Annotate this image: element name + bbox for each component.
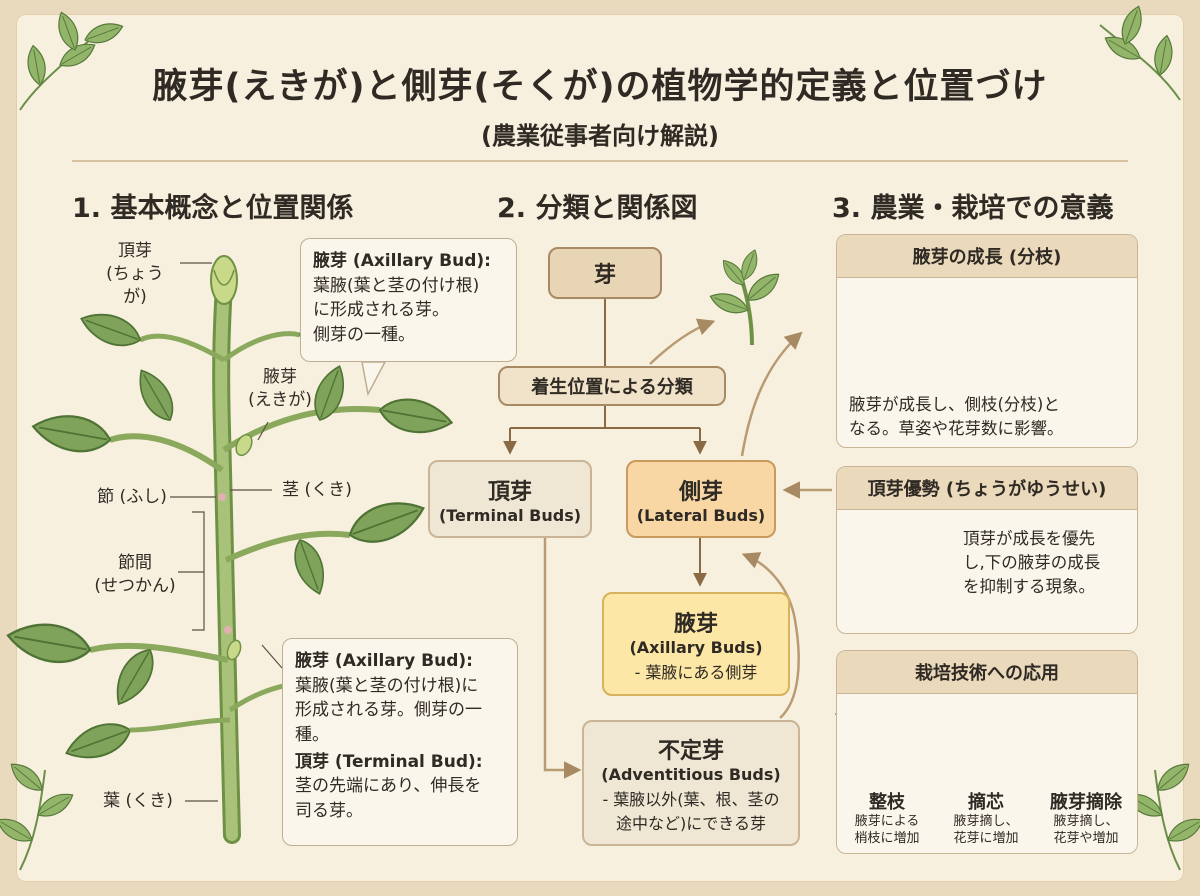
- note-line: 種。: [295, 724, 329, 745]
- note-line: 頂芽 (Terminal Bud):: [295, 751, 483, 772]
- corner-leaf-icon: [1099, 2, 1181, 101]
- node-adventitious-sub: (Adventitious Buds): [601, 764, 781, 784]
- node-bud-label: 芽: [593, 263, 616, 288]
- technique-name: 整枝: [869, 792, 905, 813]
- technique-pinching: 摘芯 腋芽摘し、 花芽に増加: [936, 788, 1036, 848]
- panel-text-line: 腋芽が成長し、側枝(分枝)と: [849, 395, 1060, 414]
- node-adventitious-desc: - 葉腋以外(葉、根、茎の: [602, 789, 780, 809]
- label-axillary-bud-text: 腋芽: [263, 367, 297, 387]
- leader-lines: [170, 262, 283, 802]
- panel-axillary-growth: 腋芽の成長 (分枝) 腋芽が成長し、側枝(分枝)と なる。草姿や花芽数に影響。: [836, 234, 1138, 448]
- label-terminal-bud: 頂芽 (ちょうが): [95, 240, 175, 309]
- node-terminal-sub: (Terminal Buds): [438, 505, 582, 525]
- corner-leaf-icon: [19, 8, 127, 111]
- page-title: 腋芽(えきが)と側芽(そくが)の植物学的定義と位置づけ: [152, 67, 1048, 107]
- technique-name: 腋芽摘除: [1050, 792, 1122, 813]
- panel-apical-dominance-heading: 頂芽優勢 (ちょうがゆうせい): [837, 467, 1137, 510]
- label-axillary-bud: 腋芽 (えきが): [240, 366, 320, 412]
- panel-axillary-growth-heading: 腋芽の成長 (分枝): [837, 235, 1137, 278]
- label-stem: 茎 (くき): [282, 480, 352, 500]
- technique-desc: 腋芽による: [854, 814, 920, 829]
- panel-cultivation-application: 栽培技術への応用: [836, 650, 1138, 854]
- node-terminal-main: 頂芽: [487, 479, 532, 505]
- panel-apical-dominance: 頂芽優勢 (ちょうがゆうせい) 頂芽が成長を優先 し,下の腋芽の成長 を抑制する…: [836, 466, 1138, 634]
- technique-desc: 花芽や増加: [1053, 830, 1119, 846]
- note-line: 司る芽。: [295, 800, 363, 821]
- corner-leaf-icon: [0, 757, 78, 871]
- technique-pruning: 整枝 腋芽による 梢枝に増加: [838, 788, 936, 848]
- note-line: 腋芽 (Axillary Bud):: [313, 251, 491, 271]
- node-adventitious-desc: 途中など)にできる芽: [616, 813, 766, 833]
- label-axillary-bud-reading: (えきが): [248, 389, 312, 410]
- note-line: に形成される芽。: [313, 300, 449, 321]
- node-axillary-main: 腋芽: [673, 611, 718, 637]
- technique-desc: 梢枝に増加: [854, 830, 920, 846]
- technique-name: 摘芯: [968, 792, 1004, 813]
- panel-text-line: 頂芽が成長を優先: [963, 529, 1095, 548]
- panel-axillary-growth-text: 腋芽が成長し、側枝(分枝)と なる。草姿や花芽数に影響。: [849, 393, 1064, 441]
- diagram-connectors: [503, 298, 707, 587]
- node-lateral-main: 側芽: [678, 479, 723, 505]
- technique-desc: 腋芽摘し、: [1053, 814, 1119, 829]
- panel-text-line: を抑制する現象。: [963, 576, 1095, 596]
- label-terminal-bud-reading: (ちょうが): [106, 263, 164, 307]
- panel-text-line: し,下の腋芽の成長: [963, 552, 1101, 572]
- section-heading-2: 2. 分類と関係図: [497, 193, 698, 224]
- label-internode-reading: (せつかん): [94, 575, 176, 596]
- panel-cultivation-application-heading: 栽培技術への応用: [837, 651, 1137, 694]
- technique-sucker-removal: 腋芽摘除 腋芽摘し、 花芽や増加: [1036, 788, 1136, 848]
- node-axillary-desc: - 葉腋にある側芽: [634, 662, 758, 682]
- technique-desc: 腋芽摘し、: [953, 814, 1019, 829]
- section-heading-1: 1. 基本概念と位置関係: [72, 193, 354, 224]
- label-internode-text: 節間: [118, 553, 152, 573]
- page-subtitle: (農業従事者向け解説): [481, 122, 719, 150]
- note-line: 側芽の一種。: [313, 324, 415, 345]
- note-bud-definitions: 腋芽 (Axillary Bud): 葉腋(葉と茎の付け根)に 形成される芽。側…: [282, 638, 518, 846]
- node-axillary-sub: (Axillary Buds): [629, 637, 763, 657]
- label-internode: 節間 (せつかん): [85, 552, 185, 598]
- note-line: 茎の先端にあり、伸長を: [295, 776, 482, 797]
- label-node: 節 (ふし): [97, 487, 167, 507]
- sprig-icon: [706, 247, 785, 346]
- note-line: 腋芽 (Axillary Bud):: [295, 651, 473, 671]
- label-leaf: 葉 (くき): [103, 791, 173, 811]
- note-line: 葉腋(葉と茎の付け根): [313, 275, 480, 296]
- note-line: 形成される芽。側芽の一: [295, 700, 482, 721]
- title-divider: [72, 160, 1128, 162]
- node-adventitious-buds: 不定芽 (Adventitious Buds) - 葉腋以外(葉、根、茎の 途中…: [582, 720, 800, 846]
- panel-text-line: なる。草姿や花芽数に影響。: [849, 418, 1064, 438]
- node-lateral-sub: (Lateral Buds): [636, 505, 766, 525]
- label-terminal-bud-text: 頂芽: [118, 241, 152, 261]
- node-bud: 芽: [548, 247, 662, 299]
- node-adventitious-main: 不定芽: [657, 738, 724, 764]
- corner-leaf-icon: [1122, 757, 1200, 871]
- panel-apical-dominance-text: 頂芽が成長を優先 し,下の腋芽の成長 を抑制する現象。: [963, 527, 1100, 599]
- technique-desc: 花芽に増加: [953, 830, 1019, 846]
- node-terminal-buds: 頂芽 (Terminal Buds): [428, 460, 592, 538]
- node-classification-label: 着生位置による分類: [531, 377, 693, 398]
- node-classification: 着生位置による分類: [498, 366, 726, 406]
- section-heading-3: 3. 農業・栽培での意義: [832, 193, 1114, 224]
- note-line: 葉腋(葉と茎の付け根)に: [295, 675, 479, 696]
- note-axillary-definition: 腋芽 (Axillary Bud): 葉腋(葉と茎の付け根) に形成される芽。 …: [300, 238, 517, 362]
- node-lateral-buds: 側芽 (Lateral Buds): [626, 460, 776, 538]
- note-tail: [361, 361, 387, 397]
- node-axillary-buds: 腋芽 (Axillary Buds) - 葉腋にある側芽: [602, 592, 790, 696]
